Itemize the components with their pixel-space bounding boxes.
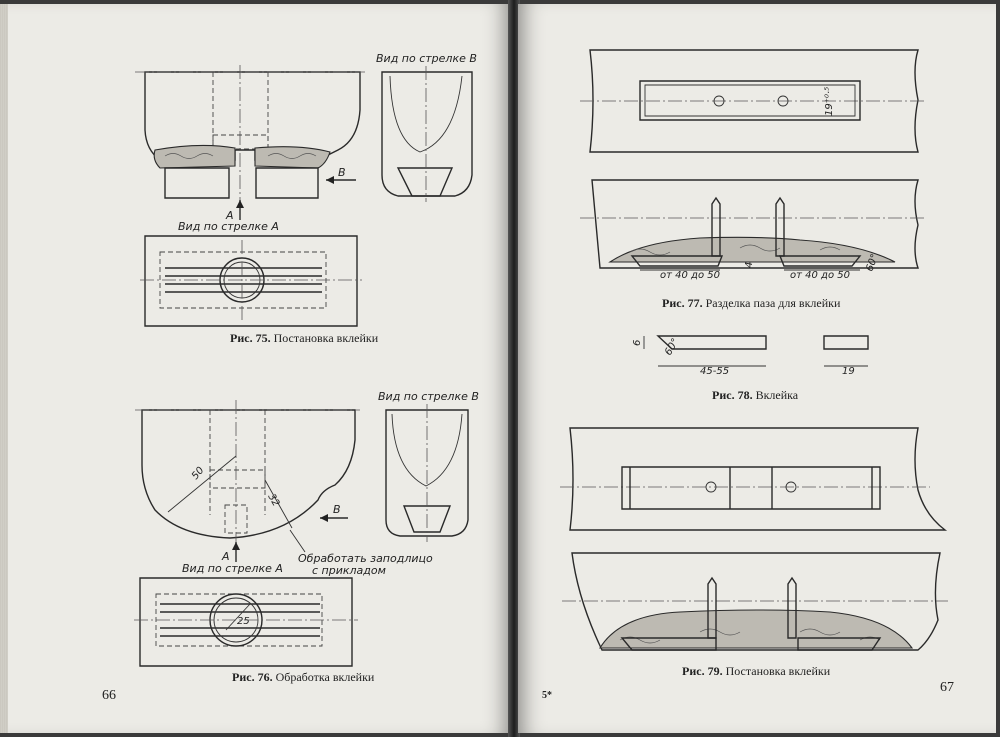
- fig75-arrow-a-label: A: [225, 209, 234, 222]
- page-number-right: 67: [940, 680, 954, 695]
- fig76-caption-number: Рис. 76.: [232, 670, 273, 684]
- fig77-dim-left: от 40 до 50: [660, 270, 720, 281]
- fig79-caption: Рис. 79. Постановка вклейки: [682, 664, 830, 679]
- fig75-view-a-label: Вид по стрелке A: [178, 220, 279, 233]
- fig78-caption-number: Рис. 78.: [712, 388, 753, 402]
- book-gutter: [508, 0, 520, 737]
- fig76-view-b-label: Вид по стрелке B: [378, 390, 479, 403]
- fig76-arrow-b-label: B: [333, 503, 341, 516]
- fig76-note-line1: Обработать заподлицо: [298, 552, 433, 565]
- fig78-caption: Рис. 78. Вклейка: [712, 388, 798, 403]
- fig78-dim-length: 45-55: [700, 366, 729, 377]
- fig76-arrow-a-label: A: [221, 550, 230, 563]
- fig75-arrow-b-label: B: [338, 166, 346, 179]
- fig77-caption-number: Рис. 77.: [662, 296, 703, 310]
- signature-mark: 5*: [542, 690, 552, 701]
- fig76-caption: Рис. 76. Обработка вклейки: [232, 670, 374, 685]
- fig78-caption-text: Вклейка: [755, 388, 799, 402]
- fig77-dim-width: 19⁺⁰·⁵: [824, 87, 835, 116]
- fig75-caption: Рис. 75. Постановка вклейки: [230, 331, 378, 346]
- fig76-view-a-label: Вид по стрелке A: [182, 562, 283, 575]
- fig76-caption-text: Обработка вклейки: [275, 670, 375, 684]
- fig78-dim-height: 6: [632, 340, 643, 346]
- fig78-dim-width: 19: [842, 366, 855, 377]
- page-number-left: 66: [102, 688, 116, 703]
- fig77-dim-right: от 40 до 50: [790, 270, 850, 281]
- fig75-caption-text: Постановка вклейки: [273, 331, 379, 345]
- fig76-dim-25: 25: [237, 616, 250, 627]
- fig75-view-b-label: Вид по стрелке B: [376, 52, 477, 65]
- fig75-caption-number: Рис. 75.: [230, 331, 271, 345]
- fig76-note-line2: с прикладом: [312, 564, 386, 577]
- fig77-caption: Рис. 77. Разделка паза для вклейки: [662, 296, 840, 311]
- fig77-caption-text: Разделка паза для вклейки: [705, 296, 841, 310]
- fig79-caption-number: Рис. 79.: [682, 664, 723, 678]
- fig79-caption-text: Постановка вклейки: [725, 664, 831, 678]
- fig77-dim-depth: 4: [744, 262, 755, 268]
